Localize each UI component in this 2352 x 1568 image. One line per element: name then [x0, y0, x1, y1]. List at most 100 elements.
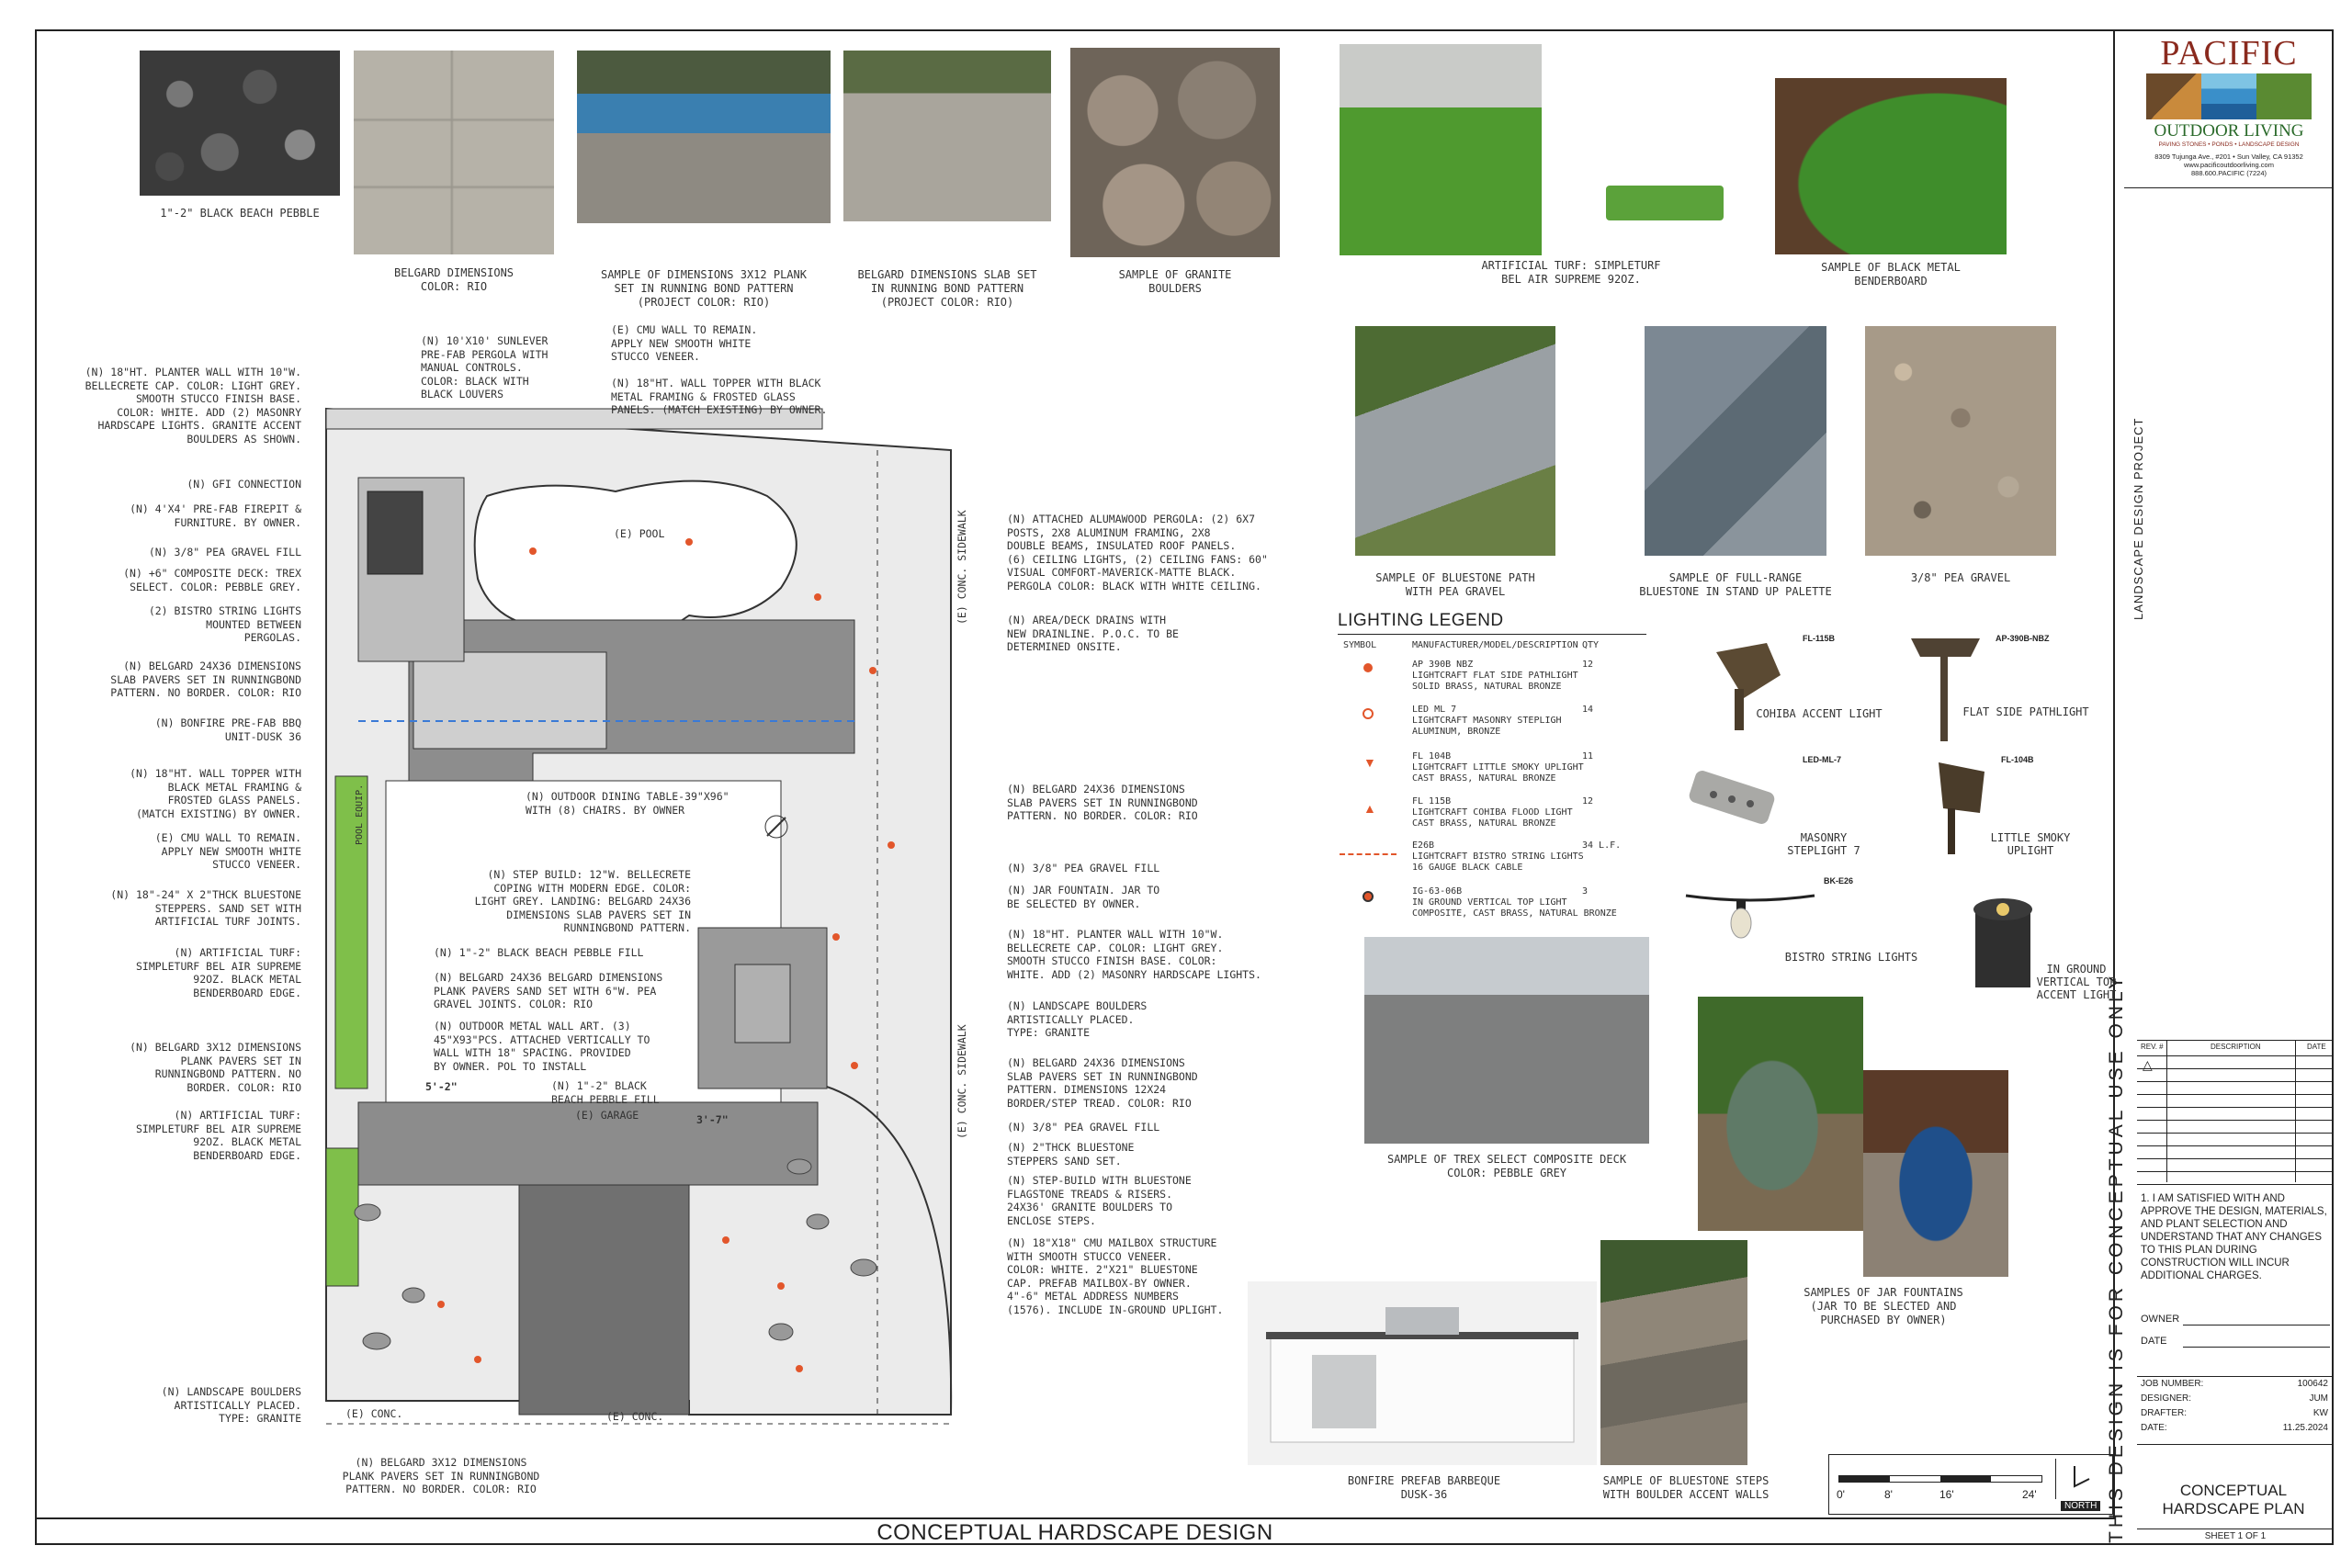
legend-row-qty: 12: [1582, 796, 1594, 807]
plan-note: (2) BISTRO STRING LIGHTS MOUNTED BETWEEN…: [148, 604, 301, 644]
plan-note: (N) STEP-BUILD WITH BLUESTONE FLAGSTONE …: [1007, 1174, 1192, 1227]
sheet-number-row: SHEET 1 OF 1: [2137, 1529, 2334, 1545]
conc-left-label: (E) CONC.: [345, 1407, 403, 1420]
scale-tick-label: 24': [2022, 1488, 2037, 1501]
approval-text: 1. I AM SATISFIED WITH AND APPROVE THE D…: [2141, 1193, 2327, 1281]
pathlight-code: AP-390B-NBZ: [1996, 634, 2050, 643]
uplight-code: FL-104B: [2001, 755, 2034, 764]
company-address: 8309 Tujunga Ave., #201 • Sun Valley, CA…: [2154, 152, 2303, 161]
designer-label: DESIGNER:: [2141, 1393, 2192, 1404]
plan-note: (N) 3/8" PEA GRAVEL FILL: [148, 546, 301, 558]
revision-triangle-icon: △: [2143, 1057, 2153, 1072]
logo-main-text: PACIFIC: [2160, 34, 2298, 73]
owner-label: OWNER: [2141, 1314, 2180, 1325]
legend-symbol-inground: [1363, 891, 1374, 902]
sidewalk-label: (E) CONC. SIDEWALK: [956, 510, 968, 625]
logo-sub-text: OUTDOOR LIVING: [2154, 121, 2304, 141]
plan-note: (N) 1"-2" BLACK BEACH PEBBLE FILL: [551, 1079, 660, 1106]
plan-note: (N) ATTACHED ALUMAWOOD PERGOLA: (2) 6x7 …: [1007, 513, 1268, 592]
plan-note: (N) 18"ht. WALL TOPPER WITH BLACK METAL …: [611, 377, 828, 416]
plan-note: (N) 2"thck BLUESTONE STEPPERS SAND SET.: [1007, 1141, 1135, 1168]
belgard-dimensions-photo: [354, 51, 554, 254]
rev-grid: [2137, 1055, 2334, 1183]
scale-tick-label: 16': [1939, 1488, 1954, 1501]
trex-deck-photo: [1364, 937, 1649, 1144]
conc-mid-label: (E) CONC.: [606, 1410, 664, 1423]
company-website: www.pacificoutdoorliving.com: [2184, 161, 2274, 169]
plan-note: (N) 1"-2" BLACK BEACH PEBBLE FILL: [434, 946, 644, 959]
slab-sample-caption: BELGARD DIMENSIONS SLAB SET IN RUNNING B…: [857, 268, 1037, 309]
plan-title-box: CONCEPTUAL HARDSCAPE PLAN: [2137, 1444, 2334, 1534]
plan-note: (N) 18"-24" x 2"thck BLUESTONE STEPPERS.…: [110, 888, 301, 928]
pool-label: (E) POOL: [614, 527, 665, 540]
turf-swatch-photo: [1606, 186, 1724, 220]
north-label: NORTH: [2061, 1501, 2101, 1511]
date2-value: 11.25.2024: [2282, 1423, 2328, 1433]
bluestone-path-photo: [1355, 326, 1555, 556]
plan-note: (N) BELGARD 3x12 DIMENSIONS PLANK PAVERS…: [342, 1456, 540, 1495]
legend-symbol-pathlight: [1363, 663, 1373, 672]
plan-note: (N) 3/8" PEA GRAVEL FILL: [1007, 1121, 1160, 1134]
legend-header-qty: QTY: [1582, 640, 1600, 650]
designer-value: JUM: [2309, 1393, 2328, 1404]
lighting-legend-rule: [1338, 634, 1646, 635]
legend-header-desc: MANUFACTURER/MODEL/DESCRIPTION: [1412, 640, 1578, 650]
project-label-row: LANDSCAPE DESIGN PROJECT: [2124, 187, 2334, 1005]
drafter-label: DRAFTER:: [2141, 1408, 2187, 1418]
bluestone-path-caption: SAMPLE OF BLUESTONE PATH WITH PEA GRAVEL: [1375, 571, 1535, 598]
rev-col-line: [2295, 1041, 2296, 1182]
flat-side-pathlight-icon: [1893, 625, 1994, 744]
bistro-string-lights-icon: [1681, 886, 1819, 946]
plan-note: (N) BELGARD 24x36 BELGARD DIMENSIONS PLA…: [434, 971, 663, 1010]
job-number-value: 100642: [2297, 1379, 2328, 1389]
scale-line: [1838, 1475, 2042, 1483]
inground-light-icon: [1957, 882, 2049, 992]
sheet-border: [35, 29, 2334, 1545]
date-label: DATE: [2141, 1336, 2167, 1347]
slab-sample-photo: [843, 51, 1051, 221]
legend-row-desc: FL 104B LIGHTCRAFT LITTLE SMOKY UPLIGHT …: [1412, 751, 1584, 784]
logo-tagline: PAVING STONES • PONDS • LANDSCAPE DESIGN: [2158, 141, 2300, 148]
legend-row-qty: 11: [1582, 751, 1594, 761]
dimension-label: 5'-2": [425, 1080, 458, 1093]
sheet-title: CONCEPTUAL HARDSCAPE DESIGN: [35, 1517, 2115, 1547]
rev-col-line: [2166, 1041, 2167, 1182]
plan-note: (N) AREA/DECK DRAINS WITH NEW DRAINLINE.…: [1007, 614, 1179, 653]
legend-row-qty: 3: [1582, 886, 1589, 897]
bluestone-palette-photo: [1645, 326, 1826, 556]
rev-header-desc: DESCRIPTION: [2211, 1043, 2261, 1051]
company-phone: 888.600.PACIFIC (7224): [2191, 169, 2267, 177]
black-pebble-caption: 1"-2" BLACK BEACH PEBBLE: [160, 207, 320, 220]
bbq-caption: BONFIRE PREFAB BARBEQUE DUSK-36: [1347, 1474, 1501, 1501]
legend-symbol-floodlight: ▲: [1363, 801, 1376, 816]
granite-boulders-photo: [1070, 48, 1280, 257]
uplight-label: LITTLE SMOKY UPLIGHT: [1990, 831, 2071, 857]
approval-section: 1. I AM SATISFIED WITH AND APPROVE THE D…: [2137, 1184, 2334, 1386]
plan-note: (E) CMU WALL TO REMAIN. APPLY NEW SMOOTH…: [611, 323, 758, 363]
drafter-value: KW: [2312, 1408, 2328, 1418]
jar-fountain-green-photo: [1698, 997, 1863, 1231]
benderboard-caption: SAMPLE OF BLACK METAL BENDERBOARD: [1821, 261, 1961, 288]
plan-note: (N) 10'x10' SUNLEVER PRE-FAB PERGOLA WIT…: [421, 334, 548, 400]
lighting-legend-title: LIGHTING LEGEND: [1338, 611, 1504, 630]
plan-note: (N) 18"ht. WALL TOPPER WITH BLACK METAL …: [130, 767, 301, 820]
jar-fountain-blue-photo: [1863, 1070, 2008, 1277]
bistro-label: BISTRO STRING LIGHTS: [1784, 951, 1918, 964]
plan-note: (E) CMU WALL TO REMAIN. APPLY NEW SMOOTH…: [154, 831, 301, 871]
belgard-dimensions-caption: BELGARD DIMENSIONS COLOR: RIO: [393, 266, 514, 293]
company-logo: PACIFIC OUTDOOR LIVING PAVING STONES • P…: [2132, 35, 2326, 180]
legend-row-qty: 34 L.F.: [1582, 840, 1622, 851]
north-arrow-icon: [2055, 1459, 2102, 1499]
sheet-main-area: [35, 29, 2115, 1517]
plan-note: (N) 18"ht. PLANTER WALL WITH 10"w. BELLE…: [85, 366, 301, 446]
turf-caption: ARTIFICIAL TURF: SIMPLETURF BEL AIR SUPR…: [1481, 259, 1661, 286]
pathlight-label: FLAT SIDE PATHLIGHT: [1962, 705, 2089, 718]
legend-row-desc: IG-63-06B IN GROUND VERTICAL TOP LIGHT C…: [1412, 886, 1617, 919]
site-plan: [303, 367, 965, 1470]
plan-title: CONCEPTUAL HARDSCAPE PLAN: [2162, 1482, 2305, 1517]
plan-note: (N) OUTDOOR METAL WALL ART. (3) 45"x93"p…: [434, 1020, 650, 1073]
conceptual-notice: THIS DESIGN IS FOR CONCEPTUAL USE ONLY: [2106, 972, 2127, 1543]
little-smoky-uplight-icon: [1911, 753, 2012, 859]
benderboard-photo: [1775, 78, 2007, 254]
legend-row-desc: AP 390B NBZ LIGHTCRAFT FLAT SIDE PATHLIG…: [1412, 660, 1578, 692]
